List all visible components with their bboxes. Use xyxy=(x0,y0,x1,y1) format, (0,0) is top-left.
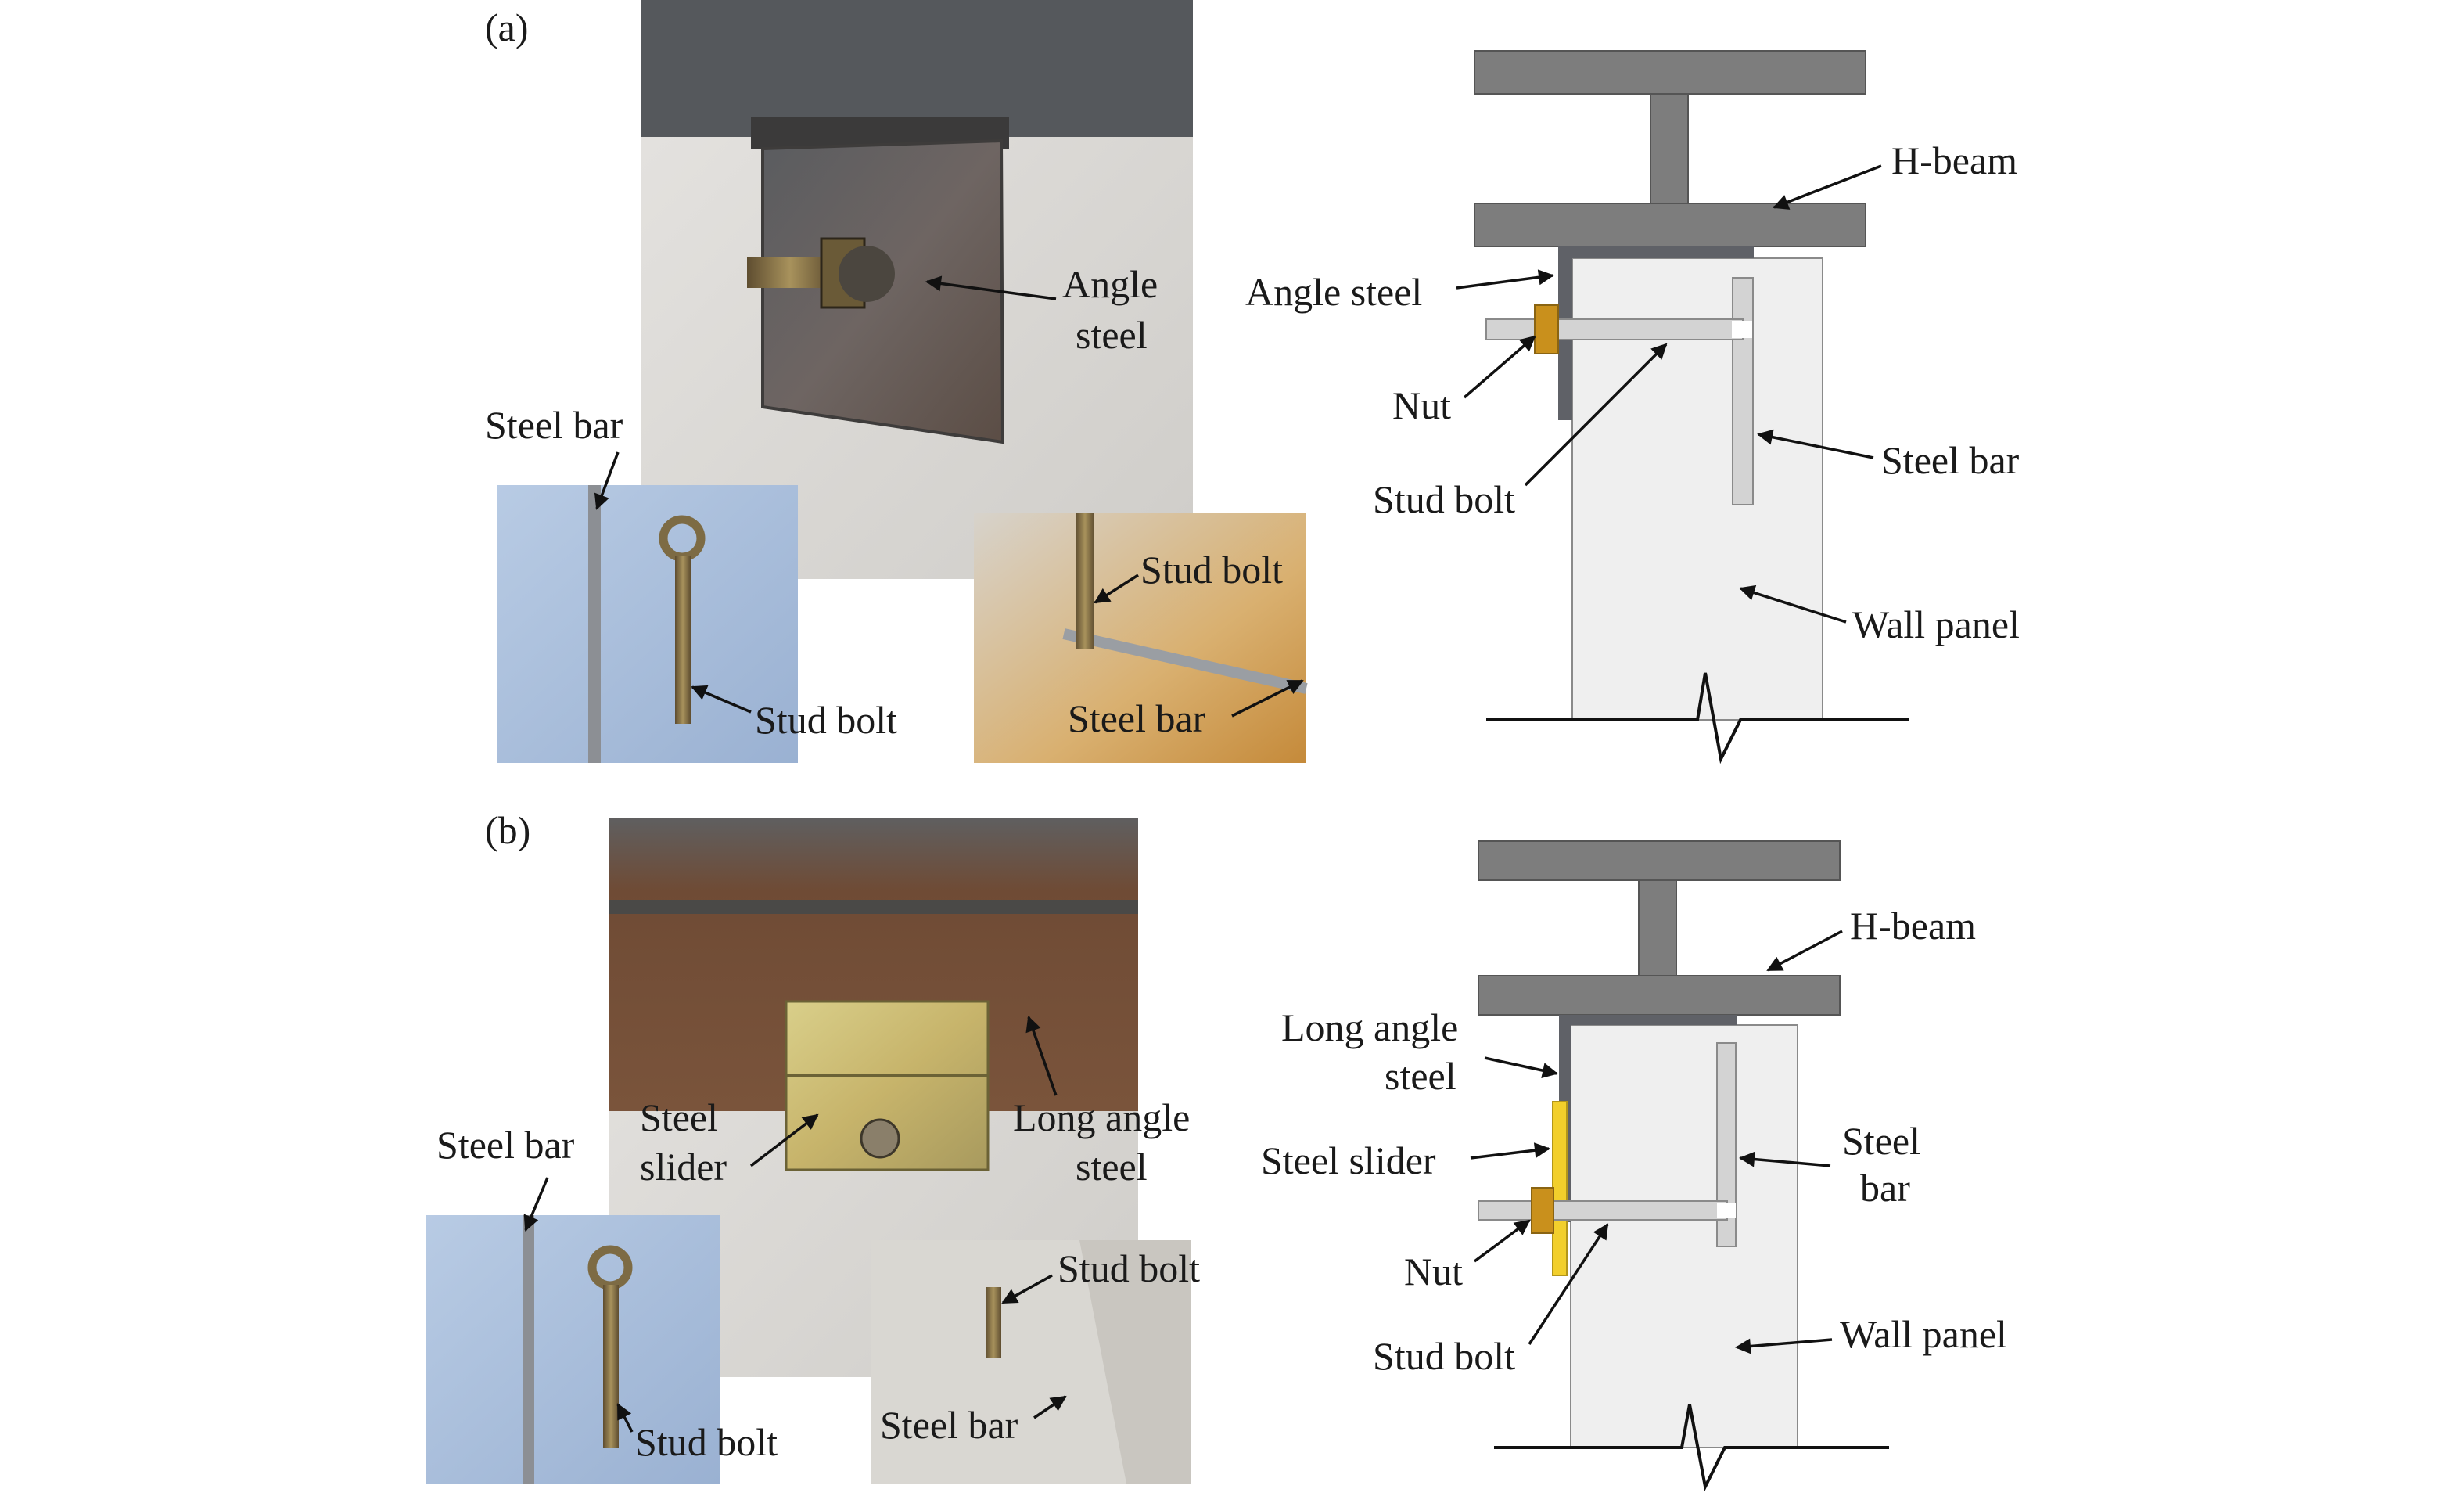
photo-b-label-slider-line2: slider xyxy=(640,1145,727,1189)
schem-a-label-wall-panel: Wall panel xyxy=(1852,602,2020,646)
schem-a-angle-steel-horizontal xyxy=(1558,246,1754,258)
schem-b-bolt-eye xyxy=(1717,1203,1736,1218)
photo-b-label-stud-bolt-right: Stud bolt xyxy=(1058,1246,1200,1290)
photo-b-arrow-stud-bolt-left xyxy=(616,1403,634,1433)
photo-a-arrow-stud-bolt-left xyxy=(691,685,752,714)
schem-a-label-h-beam: H-beam xyxy=(1891,138,2017,182)
inset-a-left-steel-bar xyxy=(588,485,601,763)
schem-b-nut xyxy=(1531,1187,1554,1234)
schem-b-long-angle-horizontal xyxy=(1559,1015,1737,1025)
schem-b-label-steel-slider: Steel slider xyxy=(1261,1138,1436,1182)
photo-a-label-steel-bar-right: Steel bar xyxy=(1068,696,1206,740)
photo-b-arrow-steel-bar-right xyxy=(1033,1395,1067,1419)
schem-b-arrow-h-beam xyxy=(1766,930,1843,972)
panel-b-inset-right xyxy=(871,1240,1191,1484)
panel-a-photo xyxy=(641,0,1193,579)
schem-b-label-long-angle-line2: steel xyxy=(1385,1054,1456,1098)
inset-b-left-stud-shank xyxy=(603,1285,619,1448)
photo-a-arrow-stud-bolt-right xyxy=(1094,574,1139,604)
schem-a-steel-bar xyxy=(1732,277,1754,505)
schem-b-label-steel-bar-line2: bar xyxy=(1860,1166,1910,1210)
schem-b-h-beam-bottom-flange xyxy=(1478,975,1841,1016)
panel-b-label: (b) xyxy=(485,808,530,852)
schem-b-arrow-steel-slider xyxy=(1470,1142,1550,1160)
schem-a-arrow-nut xyxy=(1463,335,1536,399)
schem-b-h-beam-top-flange xyxy=(1478,840,1841,881)
schem-a-arrow-h-beam xyxy=(1773,164,1882,210)
schem-a-arrow-wall-panel xyxy=(1739,584,1847,624)
photo-a-label-steel-bar: Steel bar xyxy=(485,403,623,447)
photo-a-arrow-angle xyxy=(925,275,1057,300)
photo-a-washer xyxy=(839,246,895,302)
photo-b-arrow-slider xyxy=(749,1113,819,1167)
schem-b-arrow-long-angle xyxy=(1484,1056,1558,1078)
schem-a-h-beam-web xyxy=(1650,93,1689,204)
photo-b-label-steel-bar-right: Steel bar xyxy=(880,1403,1018,1447)
schem-b-arrow-nut xyxy=(1473,1219,1531,1263)
inset-b-left-steel-bar xyxy=(523,1215,534,1484)
schem-a-label-steel-bar: Steel bar xyxy=(1881,438,2020,482)
schem-a-break-line xyxy=(1486,672,1909,764)
schem-a-bolt-eye xyxy=(1732,321,1752,338)
schem-b-label-long-angle-line1: Long angle xyxy=(1281,1005,1458,1049)
schem-b-arrow-stud-bolt xyxy=(1528,1223,1609,1345)
schem-a-arrow-angle-steel xyxy=(1456,269,1554,290)
photo-a-label-stud-bolt-left: Stud bolt xyxy=(755,698,897,742)
schem-a-label-stud-bolt: Stud bolt xyxy=(1373,477,1515,521)
schem-b-arrow-wall-panel xyxy=(1735,1338,1833,1354)
photo-a-stud-thread xyxy=(747,257,833,288)
photo-b-arrow-long-angle xyxy=(1025,1016,1058,1096)
schem-a-h-beam-top-flange xyxy=(1474,50,1866,95)
inset-b-left-background xyxy=(426,1215,720,1484)
inset-a-left-stud-shank xyxy=(675,556,691,724)
schem-b-label-nut: Nut xyxy=(1404,1250,1463,1293)
photo-a-label-angle-line1: Angle xyxy=(1062,262,1158,306)
schem-b-steel-slider xyxy=(1552,1101,1568,1276)
schem-a-label-nut: Nut xyxy=(1392,383,1451,427)
inset-a-right-steel-bar xyxy=(1062,628,1308,694)
schem-a-stud-bolt xyxy=(1485,318,1744,340)
panel-b-inset-left xyxy=(426,1215,720,1484)
photo-b-arrow-steel-bar xyxy=(523,1177,549,1232)
schem-b-arrow-steel-bar xyxy=(1739,1151,1831,1167)
panel-a-inset-right xyxy=(974,513,1308,763)
photo-b-weld-line xyxy=(609,900,1138,914)
schem-b-h-beam-web xyxy=(1638,879,1677,976)
panel-a-label: (a) xyxy=(485,5,529,49)
photo-b-label-long-angle-line2: steel xyxy=(1076,1145,1148,1189)
inset-a-left-background xyxy=(497,485,798,763)
inset-a-right-stud-bolt xyxy=(1076,513,1094,649)
panel-b-schematic xyxy=(1478,840,1889,1492)
schem-a-nut xyxy=(1534,304,1559,354)
photo-b-label-stud-bolt-left: Stud bolt xyxy=(635,1420,778,1464)
schem-b-wall-panel xyxy=(1570,1024,1798,1448)
panel-a-inset-left xyxy=(497,485,798,763)
schem-b-break-line xyxy=(1494,1404,1889,1492)
photo-a-rusty-beam xyxy=(641,0,1193,137)
schem-a-arrow-steel-bar xyxy=(1757,429,1874,459)
photo-a-arrow-steel-bar xyxy=(594,451,620,510)
inset-b-right-panel-edge xyxy=(1079,1240,1191,1484)
schem-b-label-h-beam: H-beam xyxy=(1850,904,1976,948)
photo-b-label-steel-bar: Steel bar xyxy=(436,1123,575,1167)
schem-a-label-angle-steel: Angle steel xyxy=(1245,270,1422,314)
inset-b-right-stud-bolt xyxy=(986,1287,1001,1358)
inset-a-right-background xyxy=(974,513,1306,763)
schem-b-label-wall-panel: Wall panel xyxy=(1840,1312,2007,1356)
schem-b-stud-bolt xyxy=(1478,1200,1728,1221)
panel-a-schematic xyxy=(1474,50,1909,764)
photo-b-label-long-angle-line1: Long angle xyxy=(1013,1095,1190,1139)
photo-b-arrow-stud-bolt-right xyxy=(1001,1274,1053,1304)
photo-b-label-slider-line1: Steel xyxy=(640,1095,718,1139)
schem-a-h-beam-bottom-flange xyxy=(1474,203,1866,247)
photo-a-label-angle-line2: steel xyxy=(1076,313,1148,357)
photo-b-nut xyxy=(860,1118,900,1159)
photo-a-arrow-steel-bar-right xyxy=(1231,679,1304,718)
schem-b-label-stud-bolt: Stud bolt xyxy=(1373,1334,1515,1378)
photo-a-label-stud-bolt-right: Stud bolt xyxy=(1140,548,1283,592)
schem-a-arrow-stud-bolt xyxy=(1524,343,1668,487)
schem-b-label-steel-bar-line1: Steel xyxy=(1842,1119,1920,1163)
